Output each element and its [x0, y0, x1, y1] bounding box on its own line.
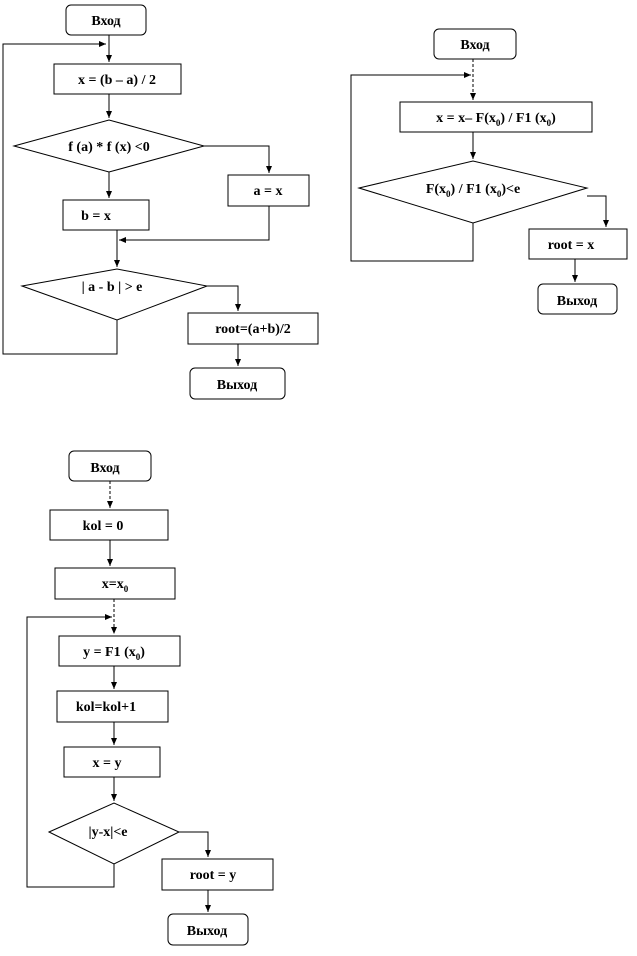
iteration-arrow-exit: [179, 831, 211, 857]
bisection-calc-x-box: x = (b – a) / 2: [53, 63, 182, 95]
newton-step-box: x = x– F(x0) / F1 (x0): [399, 101, 593, 133]
newton-start-terminal: Вход: [433, 28, 517, 60]
bisection-calc-x-label: x = (b – a) / 2: [78, 73, 156, 88]
iteration-condition-decision: |y-x|<e: [47, 802, 181, 865]
iteration-init-x-box: x=x0: [54, 567, 176, 600]
iteration-root-label: root = y: [190, 868, 237, 883]
iteration-init-x-label: x=x0: [102, 577, 129, 594]
bisection-sign-decision: f (a) * f (x) <0: [12, 119, 206, 173]
bisection-assign-a-label: a = x: [254, 184, 283, 199]
bisection-assign-a-box: a = x: [227, 174, 310, 207]
iteration-loop-back: [26, 614, 115, 888]
newton-flowchart: Вход x = x– F(x0) / F1 (x0) F(x0) / F1 (…: [350, 28, 628, 315]
iteration-end-label: Выход: [187, 924, 227, 939]
bisection-flowchart: Вход x = (b – a) / 2 f (a) * f (x) <0 a …: [2, 4, 319, 400]
newton-start-label: Вход: [460, 38, 489, 53]
iteration-increment-box: kol=kol+1: [56, 690, 169, 723]
newton-end-terminal: Выход: [537, 283, 618, 315]
bisection-arrow-no: [204, 145, 272, 173]
newton-condition-label: F(x0) / F1 (x0)<e: [426, 182, 520, 199]
bisection-arrow-exit: [207, 285, 241, 311]
bisection-arrow-a-merge: [119, 206, 270, 243]
iteration-condition-label: |y-x|<e: [88, 825, 127, 840]
bisection-eps-label: | a - b | > e: [82, 280, 143, 295]
bisection-assign-b-label: b = x: [81, 209, 111, 224]
bisection-sign-label: f (a) * f (x) <0: [68, 140, 149, 155]
bisection-loop-back: [2, 41, 118, 355]
iteration-assign-x-label: x = y: [93, 756, 122, 771]
newton-arrow-exit: [587, 195, 609, 227]
iteration-calc-y-label: y = F1 (x0): [83, 645, 145, 662]
iteration-flowchart: Вход kol = 0 x=x0 y = F1 (x0) kol=kol+1 …: [26, 450, 274, 946]
newton-step-label: x = x– F(x0) / F1 (x0): [436, 111, 556, 128]
iteration-start-terminal: Вход: [68, 450, 152, 482]
iteration-root-box: root = y: [161, 858, 274, 891]
newton-end-label: Выход: [557, 294, 597, 309]
newton-root-label: root = x: [548, 238, 595, 253]
newton-condition-decision: F(x0) / F1 (x0)<e: [357, 160, 589, 224]
newton-loop-back: [350, 72, 474, 262]
bisection-assign-b-box: b = x: [62, 199, 150, 231]
bisection-end-label: Выход: [217, 378, 257, 393]
iteration-init-kol-box: kol = 0: [49, 509, 169, 541]
bisection-root-label: root=(a+b)/2: [215, 322, 291, 337]
bisection-start-terminal: Вход: [65, 4, 147, 36]
bisection-end-terminal: Выход: [189, 367, 286, 400]
bisection-root-box: root=(a+b)/2: [187, 312, 319, 345]
iteration-assign-x-box: x = y: [63, 746, 161, 778]
newton-root-box: root = x: [528, 228, 628, 260]
iteration-start-label: Вход: [90, 461, 119, 476]
iteration-init-kol-label: kol = 0: [83, 519, 124, 534]
iteration-end-terminal: Выход: [167, 913, 249, 946]
iteration-calc-y-box: y = F1 (x0): [58, 635, 181, 667]
bisection-eps-decision: | a - b | > e: [20, 268, 209, 321]
iteration-increment-label: kol=kol+1: [76, 700, 136, 715]
bisection-start-label: Вход: [91, 14, 120, 29]
